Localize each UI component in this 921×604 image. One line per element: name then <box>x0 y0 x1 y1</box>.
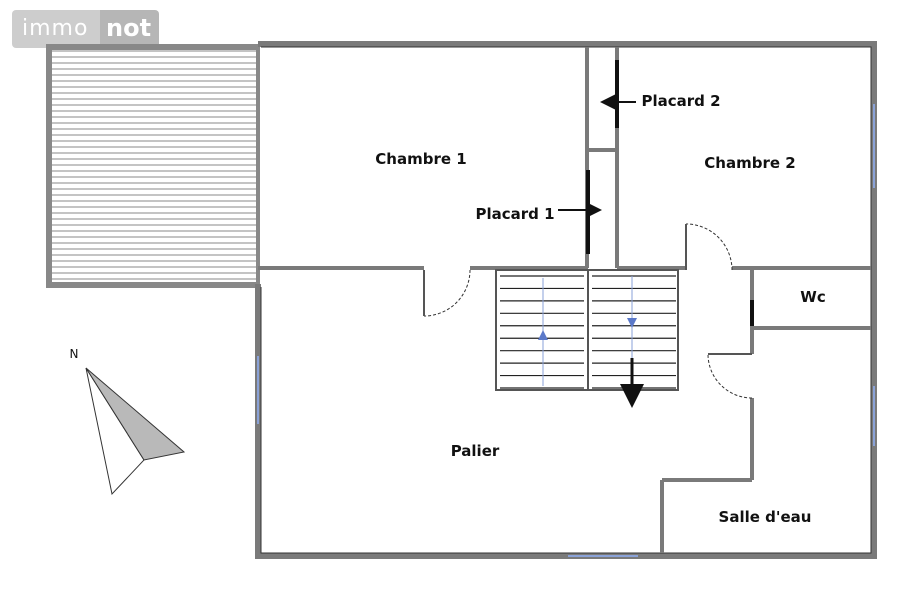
room-label-palier: Palier <box>451 442 500 460</box>
logo-text-immo: immo <box>12 10 100 48</box>
room-label-placard-1: Placard 1 <box>475 205 554 223</box>
hatched-area <box>46 44 260 288</box>
room-label-salle-deau: Salle d'eau <box>719 508 812 526</box>
windows <box>257 104 875 557</box>
room-label-wc: Wc <box>800 288 825 306</box>
logo-text-not: not <box>100 10 159 48</box>
door-leaves <box>423 224 752 355</box>
compass-north-label: N <box>70 347 79 361</box>
outer-walls-inner-line <box>260 46 872 554</box>
outer-walls <box>255 41 877 559</box>
immonot-logo: immo not <box>12 10 159 48</box>
compass-icon: N <box>70 347 186 496</box>
room-label-placard-2: Placard 2 <box>641 92 720 110</box>
staircase <box>495 269 679 408</box>
doors <box>423 223 753 399</box>
interior-walls <box>258 47 871 553</box>
room-label-chambre-1: Chambre 1 <box>375 150 466 168</box>
room-label-chambre-2: Chambre 2 <box>704 154 795 172</box>
